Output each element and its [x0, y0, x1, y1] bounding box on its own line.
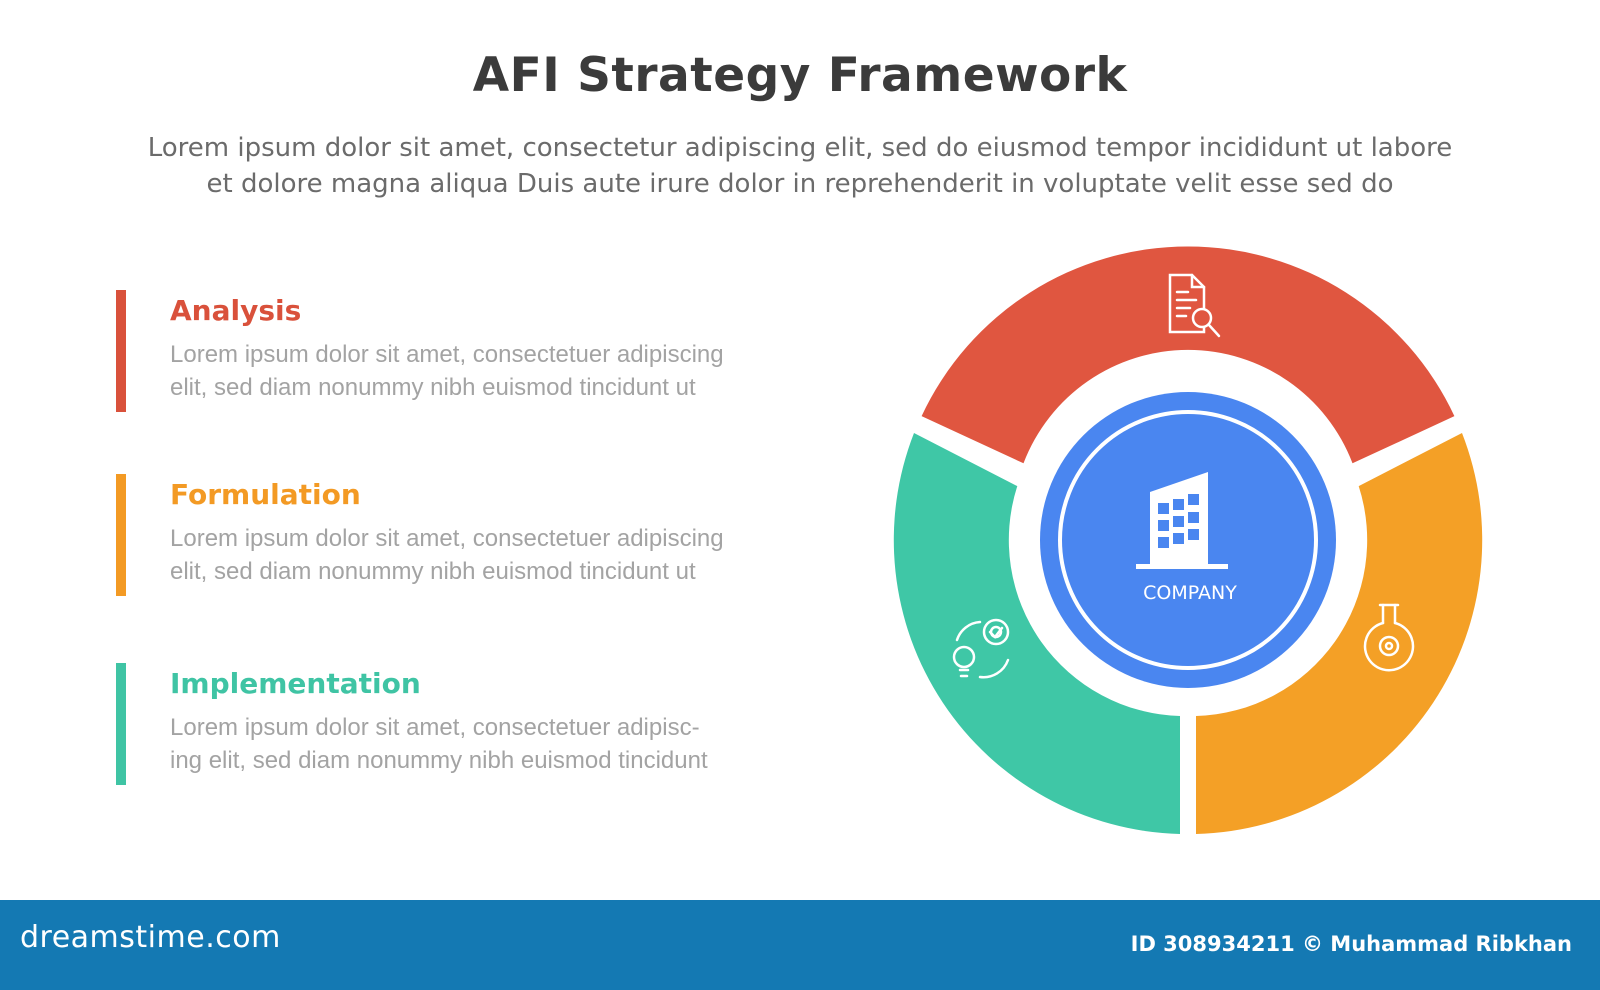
implementation-segment [893, 433, 1180, 834]
formulation-description-line-2: elit, sed diam nonummy nibh euismod tinc… [170, 558, 696, 585]
analysis-heading: Analysis [170, 294, 302, 327]
subtitle-line-1: Lorem ipsum dolor sit amet, consectetur … [147, 133, 1453, 163]
footer-bar: dreamstime.com ID 308934211 © Muhammad R… [0, 900, 1600, 990]
page-subtitle: Lorem ipsum dolor sit amet, consectetur … [70, 130, 1530, 202]
implementation-item: Implementation Lorem ipsum dolor sit ame… [116, 663, 816, 785]
analysis-description-line-2: elit, sed diam nonummy nibh euismod tinc… [170, 374, 696, 401]
implementation-accent-bar [116, 663, 126, 785]
afi-cycle-diagram: COMPANY [893, 246, 1483, 834]
analysis-item: Analysis Lorem ipsum dolor sit amet, con… [116, 290, 816, 412]
implementation-heading: Implementation [170, 667, 421, 700]
subtitle-line-2: et dolore magna aliqua Duis aute irure d… [206, 169, 1394, 199]
analysis-description: Lorem ipsum dolor sit amet, consectetuer… [170, 338, 820, 404]
company-label: COMPANY [1143, 582, 1237, 604]
analysis-segment [921, 246, 1455, 464]
implementation-description-line-2: ing elit, sed diam nonummy nibh euismod … [170, 747, 708, 774]
flask-gear-icon [1363, 603, 1415, 672]
implementation-description-line-1: Lorem ipsum dolor sit amet, consectetuer… [170, 714, 700, 741]
page-title: AFI Strategy Framework [472, 48, 1128, 103]
implementation-description: Lorem ipsum dolor sit amet, consectetuer… [170, 711, 820, 777]
building-icon [1136, 472, 1228, 569]
analysis-description-line-1: Lorem ipsum dolor sit amet, consectetuer… [170, 341, 724, 368]
formulation-segment [1196, 433, 1483, 834]
document-search-icon [1168, 273, 1221, 338]
company-circle-ring [1058, 410, 1318, 670]
footer-brand: dreamstime.com [20, 920, 281, 955]
formulation-accent-bar [116, 474, 126, 596]
footer-credit: ID 308934211 © Muhammad Ribkhan [1130, 932, 1572, 956]
idea-cycle-icon [952, 618, 1010, 679]
formulation-heading: Formulation [170, 478, 361, 511]
formulation-item: Formulation Lorem ipsum dolor sit amet, … [116, 474, 816, 596]
analysis-accent-bar [116, 290, 126, 412]
formulation-description: Lorem ipsum dolor sit amet, consectetuer… [170, 522, 820, 588]
formulation-description-line-1: Lorem ipsum dolor sit amet, consectetuer… [170, 525, 724, 552]
